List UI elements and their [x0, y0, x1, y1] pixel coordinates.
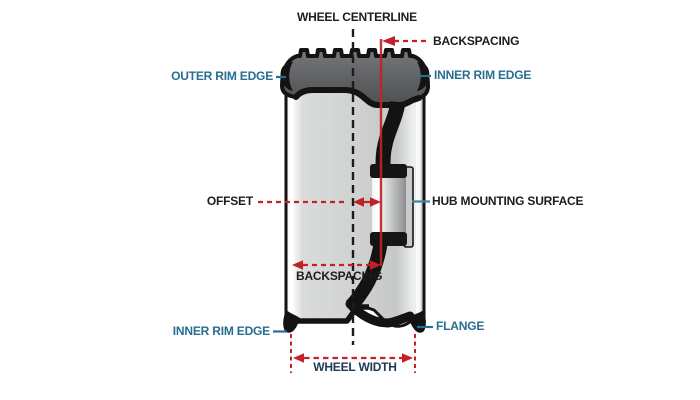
wheel-width-arrowhead-left [293, 353, 304, 363]
rim-foot-left [283, 310, 300, 333]
outer-rim-edge-label: OUTER RIM EDGE [171, 69, 273, 83]
barrel-left-highlight [288, 92, 293, 314]
wheel-centerline-label: WHEEL CENTERLINE [297, 10, 417, 24]
wheel-width-label: WHEEL WIDTH [313, 360, 397, 374]
wheel-width-arrowhead-right [402, 353, 413, 363]
outer-rim-edge-hook [280, 62, 293, 91]
offset-label: OFFSET [206, 194, 253, 208]
spoke-upper [375, 100, 406, 172]
measurement-annotations [258, 29, 433, 373]
barrel-right-highlight [416, 96, 421, 314]
backspacing-inner-label: BACKSPACING [296, 269, 383, 283]
hub-top-cap [370, 164, 407, 178]
flange-label: FLANGE [436, 319, 485, 333]
hub-body-highlight [375, 178, 380, 232]
inner-rim-edge-bottom-label: INNER RIM EDGE [172, 324, 270, 338]
backspacing-top-label: BACKSPACING [433, 34, 520, 48]
inner-rim-edge-top-label: INNER RIM EDGE [434, 68, 532, 82]
backspacing-top-arrowhead [382, 36, 395, 46]
offset-arrowhead-right [370, 197, 381, 207]
offset-arrowhead-left [353, 197, 364, 207]
backspacing-inner-arrowhead-right [370, 260, 381, 270]
backspacing-inner-arrowhead-left [292, 260, 303, 270]
rim-bottom-line [297, 304, 369, 324]
hub-mounting-surface-label: HUB MOUNTING SURFACE [432, 194, 584, 208]
spoke-lower-foot [345, 299, 415, 328]
wheel-cross-section [280, 48, 430, 333]
